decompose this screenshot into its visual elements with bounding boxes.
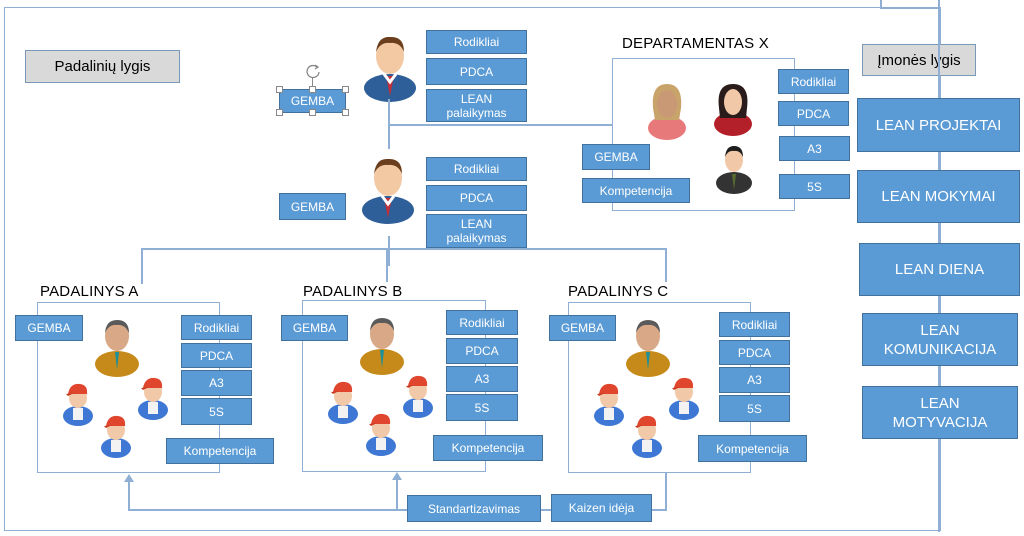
division-c-gemba[interactable]: GEMBA [549, 315, 616, 341]
resize-handle-bl[interactable] [276, 109, 283, 116]
feedback-arrow-a-icon [124, 474, 134, 482]
dept-man-icon [716, 146, 752, 194]
divisions-bus-connector [141, 248, 666, 250]
division-worker-icon [669, 377, 699, 420]
dept-a3[interactable]: A3 [779, 136, 850, 161]
resize-handle-bm[interactable] [309, 109, 316, 116]
kaizen-to-c-riser [665, 472, 667, 510]
division-c-a3[interactable]: A3 [719, 367, 790, 393]
division-worker-icon [101, 415, 131, 458]
dept-gemba[interactable]: GEMBA [582, 144, 650, 170]
standard-kaizen-connector [540, 509, 552, 511]
feedback-arrow-b-icon [392, 472, 402, 480]
division-c-kompetencija[interactable]: Kompetencija [698, 435, 807, 462]
middle-lean-palaikymas[interactable]: LEAN palaikymas [426, 214, 527, 248]
division-a-gemba[interactable]: GEMBA [15, 315, 83, 341]
top-to-department-connector [388, 124, 613, 126]
division-a-title: PADALINYS A [40, 283, 139, 300]
dept-woman-dark-icon [714, 84, 752, 136]
kaizen-to-c-connector [652, 509, 667, 511]
kaizen-ideja-box[interactable]: Kaizen idėja [551, 494, 652, 522]
company-item-lean-diena[interactable]: LEAN DIENA [859, 243, 1020, 296]
company-item-lean-projektai[interactable]: LEAN PROJEKTAI [857, 98, 1020, 152]
division-c-5s[interactable]: 5S [719, 395, 790, 422]
dept-kompetencija[interactable]: Kompetencija [582, 178, 690, 203]
top-rodikliai[interactable]: Rodikliai [426, 30, 527, 54]
division-worker-icon [632, 415, 662, 458]
middle-drop-connector [388, 236, 390, 266]
resize-handle-br[interactable] [342, 109, 349, 116]
division-worker-icon [403, 375, 433, 418]
division-a-5s[interactable]: 5S [181, 398, 252, 425]
department-title: DEPARTAMENTAS X [622, 35, 769, 52]
division-b-pdca[interactable]: PDCA [446, 338, 518, 364]
standartizavimas-box[interactable]: Standartizavimas [407, 495, 541, 522]
dept-5s[interactable]: 5S [779, 174, 850, 199]
company-level-label: Įmonės lygis [862, 44, 976, 76]
division-b-rodikliai[interactable]: Rodikliai [446, 310, 518, 335]
feedback-bus-connector [128, 509, 410, 511]
company-top-drop [880, 0, 882, 8]
division-b-kompetencija[interactable]: Kompetencija [433, 435, 543, 461]
division-supervisor-icon [626, 320, 670, 377]
division-b-title: PADALINYS B [303, 283, 403, 300]
division-a-connector [141, 248, 143, 284]
division-a-rodikliai[interactable]: Rodikliai [181, 315, 252, 340]
company-item-lean-mokymai[interactable]: LEAN MOKYMAI [857, 170, 1020, 223]
division-a-a3[interactable]: A3 [181, 370, 252, 396]
dept-woman-blonde-icon [648, 84, 686, 140]
top-lean-palaikymas[interactable]: LEAN palaikymas [426, 89, 527, 122]
department-frame [612, 58, 795, 211]
division-c-connector [665, 248, 667, 282]
resize-handle-tr[interactable] [342, 86, 349, 93]
top-manager-icon [364, 36, 416, 102]
division-worker-icon [366, 413, 396, 456]
rotate-handle-stem [312, 78, 313, 87]
resize-handle-tm[interactable] [309, 86, 316, 93]
division-a-pdca[interactable]: PDCA [181, 343, 252, 368]
division-b-5s[interactable]: 5S [446, 394, 518, 421]
feedback-to-a-connector [128, 478, 130, 510]
feedback-to-b-connector [396, 477, 398, 510]
middle-gemba[interactable]: GEMBA [279, 193, 346, 220]
dept-rodikliai[interactable]: Rodikliai [778, 69, 849, 94]
division-worker-icon [63, 383, 93, 426]
company-top-connector [880, 7, 940, 9]
company-item-lean-komunikacija[interactable]: LEAN KOMUNIKACIJA [862, 313, 1018, 366]
division-c-pdca[interactable]: PDCA [719, 340, 790, 365]
division-supervisor-icon [95, 320, 139, 377]
division-worker-icon [328, 381, 358, 424]
rotate-handle-icon[interactable] [305, 63, 321, 79]
top-pdca[interactable]: PDCA [426, 58, 527, 85]
company-item-lean-motyvacija[interactable]: LEAN MOTYVACIJA [862, 386, 1018, 439]
division-worker-icon [594, 383, 624, 426]
middle-rodikliai[interactable]: Rodikliai [426, 157, 527, 181]
dept-pdca[interactable]: PDCA [778, 101, 849, 126]
division-b-connector [386, 248, 388, 282]
division-supervisor-icon [360, 318, 404, 375]
resize-handle-tl[interactable] [276, 86, 283, 93]
division-b-a3[interactable]: A3 [446, 366, 518, 392]
division-c-title: PADALINYS C [568, 283, 669, 300]
division-worker-icon [138, 377, 168, 420]
division-c-rodikliai[interactable]: Rodikliai [719, 312, 790, 337]
middle-manager-icon [362, 158, 414, 224]
division-b-gemba[interactable]: GEMBA [281, 315, 348, 341]
division-a-kompetencija[interactable]: Kompetencija [166, 438, 274, 464]
division-level-label: Padalinių lygis [25, 50, 180, 83]
middle-pdca[interactable]: PDCA [426, 185, 527, 211]
